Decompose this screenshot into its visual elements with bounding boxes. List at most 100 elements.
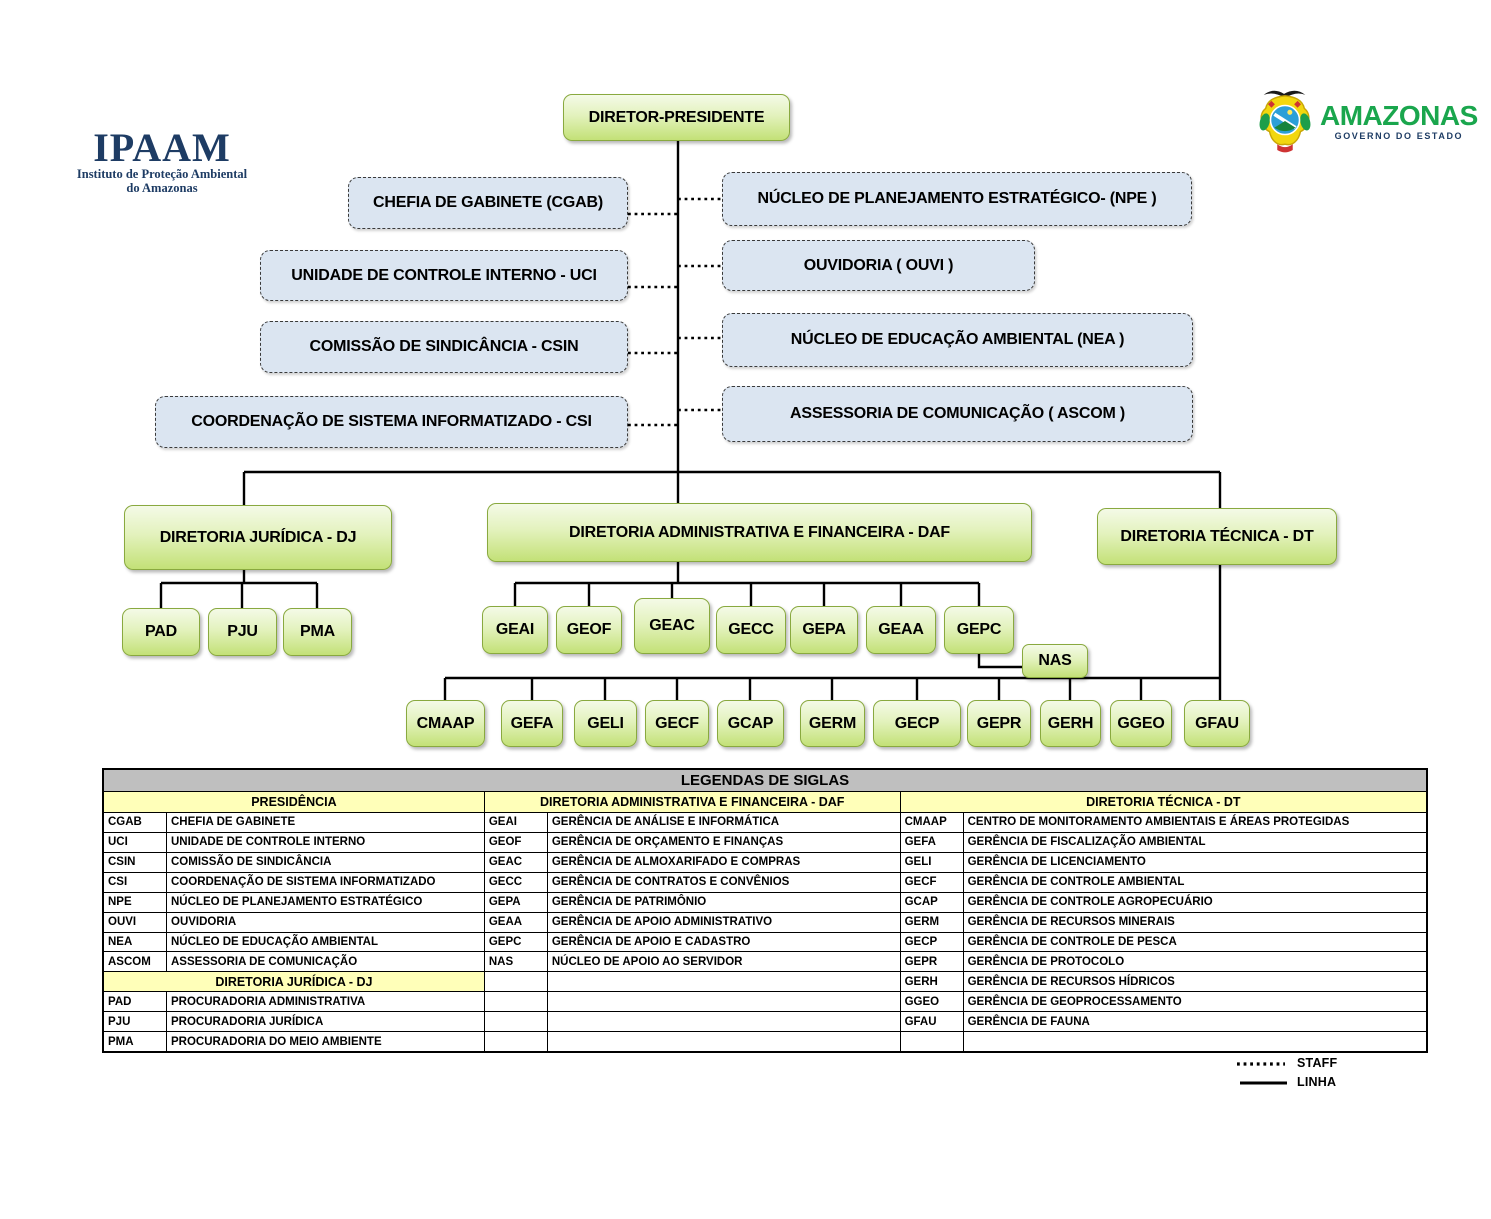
legend-desc: GERÊNCIA DE RECURSOS HÍDRICOS: [967, 975, 1175, 988]
legend-code: GEOF: [485, 832, 548, 852]
legend-desc: PROCURADORIA ADMINISTRATIVA: [171, 995, 366, 1008]
legend-header-presidencia: PRESIDÊNCIA: [104, 792, 484, 813]
legend-desc: GERÊNCIA DE ANÁLISE E INFORMÁTICA: [551, 816, 780, 829]
legend-code: GEAC: [485, 852, 548, 872]
legend-code: GEAA: [485, 912, 548, 932]
org-box-geai: GEAI: [482, 606, 548, 654]
ipaam-logo-title: IPAAM: [93, 125, 231, 170]
org-box-pma: PMA: [283, 608, 352, 656]
legend-code: GEPA: [485, 892, 548, 912]
legend-desc: COMISSÃO DE SINDICÂNCIA: [171, 856, 332, 869]
org-box-diretoria-tecnica: DIRETORIA TÉCNICA - DT: [1097, 508, 1337, 565]
legend-row: PJU PROCURADORIA JURÍDICA: [104, 1012, 484, 1033]
ipaam-logo-subtitle-1: Instituto de Proteção Ambiental: [76, 167, 248, 181]
legend-code: GERM: [901, 912, 964, 932]
legend-code: GECF: [901, 872, 964, 892]
legend-desc: GERÊNCIA DE PROTOCOLO: [967, 955, 1125, 968]
org-box-gefa: GEFA: [501, 700, 563, 747]
legend-code: UCI: [104, 832, 167, 852]
legend-desc: NÚCLEO DE EDUCAÇÃO AMBIENTAL: [171, 935, 378, 948]
legend-desc: OUVIDORIA: [171, 916, 237, 929]
org-box-gepr: GEPR: [967, 700, 1031, 747]
legend-code: GGEO: [901, 992, 964, 1012]
legend-code: CMAAP: [901, 813, 964, 832]
legend-desc: GERÊNCIA DE APOIO ADMINISTRATIVO: [551, 916, 773, 929]
org-box-pju: PJU: [208, 608, 277, 656]
org-box-gecc: GECC: [716, 606, 786, 654]
org-box-germ: GERM: [800, 700, 865, 747]
legend-code: GERH: [901, 972, 964, 992]
legend-row: CSIN COMISSÃO DE SINDICÂNCIA: [104, 852, 484, 873]
solid-linha-connectors: [159, 141, 1287, 1085]
legend-desc: GERÊNCIA DE RECURSOS MINERAIS: [967, 916, 1175, 929]
staff-box-npe: NÚCLEO DE PLANEJAMENTO ESTRATÉGICO- (NPE…: [722, 172, 1192, 226]
legend-desc: GERÊNCIA DE FAUNA: [967, 1015, 1090, 1028]
legend-desc: GERÊNCIA DE FISCALIZAÇÃO AMBIENTAL: [967, 836, 1206, 849]
legend-desc: CHEFIA DE GABINETE: [171, 816, 296, 829]
staff-box-uci: UNIDADE DE CONTROLE INTERNO - UCI: [260, 250, 628, 301]
line-legend-staff-label: STAFF: [1297, 1056, 1338, 1070]
org-box-gfau: GFAU: [1184, 700, 1250, 747]
org-box-gcap: GCAP: [717, 700, 784, 747]
legend-desc: GERÊNCIA DE GEOPROCESSAMENTO: [967, 995, 1182, 1008]
legend-code: ASCOM: [104, 952, 167, 972]
legend-code: PJU: [104, 1012, 167, 1032]
legend-desc: GERÊNCIA DE CONTROLE DE PESCA: [967, 935, 1177, 948]
ipaam-logo: IPAAM Instituto de Proteção Ambiental do…: [72, 128, 252, 195]
legend-code: CSI: [104, 872, 167, 892]
legend-header-daf: DIRETORIA ADMINISTRATIVA E FINANCEIRA - …: [484, 792, 900, 813]
legend-code: CSIN: [104, 852, 167, 872]
dashed-staff-connectors: [628, 197, 1285, 1066]
staff-box-cgab: CHEFIA DE GABINETE (CGAB): [348, 177, 628, 229]
legend-code: GECC: [485, 872, 548, 892]
legend-code: NAS: [485, 952, 548, 972]
legend-code: GFAU: [901, 1012, 964, 1032]
legend-row: CSI COORDENAÇÃO DE SISTEMA INFORMATIZADO: [104, 872, 484, 893]
org-box-diretoria-juridica: DIRETORIA JURÍDICA - DJ: [124, 505, 392, 570]
org-box-pad: PAD: [122, 608, 200, 656]
org-box-gecp: GECP: [873, 700, 961, 747]
org-box-geof: GEOF: [556, 606, 622, 654]
legend-desc: COORDENAÇÃO DE SISTEMA INFORMATIZADO: [171, 876, 436, 889]
legend-empty-row: [484, 992, 900, 1013]
legend-code: PMA: [104, 1032, 167, 1052]
legend-subheader-row: DIRETORIA JURÍDICA - DJ: [104, 972, 484, 993]
legend-header-dt: DIRETORIA TÉCNICA - DT: [900, 792, 1426, 813]
org-box-gerh: GERH: [1040, 700, 1101, 747]
legend-code: GECP: [901, 932, 964, 952]
legend-code: GEPR: [901, 952, 964, 972]
legend-desc: GERÊNCIA DE PATRIMÔNIO: [551, 896, 707, 909]
staff-box-ascom: ASSESSORIA DE COMUNICAÇÃO ( ASCOM ): [722, 386, 1193, 442]
staff-box-csin: COMISSÃO DE SINDICÂNCIA - CSIN: [260, 321, 628, 373]
org-box-nas: NAS: [1022, 644, 1088, 678]
line-legend-linha-label: LINHA: [1297, 1075, 1337, 1089]
legend-empty-row: [484, 1012, 900, 1033]
legend-subheader-diretoria-juridica: DIRETORIA JURÍDICA - DJ: [104, 972, 484, 992]
legend-code: PAD: [104, 992, 167, 1012]
legend-desc: CENTRO DE MONITORAMENTO AMBIENTAIS E ÁRE…: [967, 816, 1350, 829]
org-box-geac: GEAC: [634, 598, 710, 654]
legend-desc: PROCURADORIA JURÍDICA: [171, 1015, 324, 1028]
legend-code: GCAP: [901, 892, 964, 912]
legend-code: GELI: [901, 852, 964, 872]
legend-empty-row: [901, 1032, 1426, 1052]
legend-desc: PROCURADORIA DO MEIO AMBIENTE: [171, 1035, 382, 1048]
org-box-diretor-presidente: DIRETOR-PRESIDENTE: [563, 94, 790, 141]
